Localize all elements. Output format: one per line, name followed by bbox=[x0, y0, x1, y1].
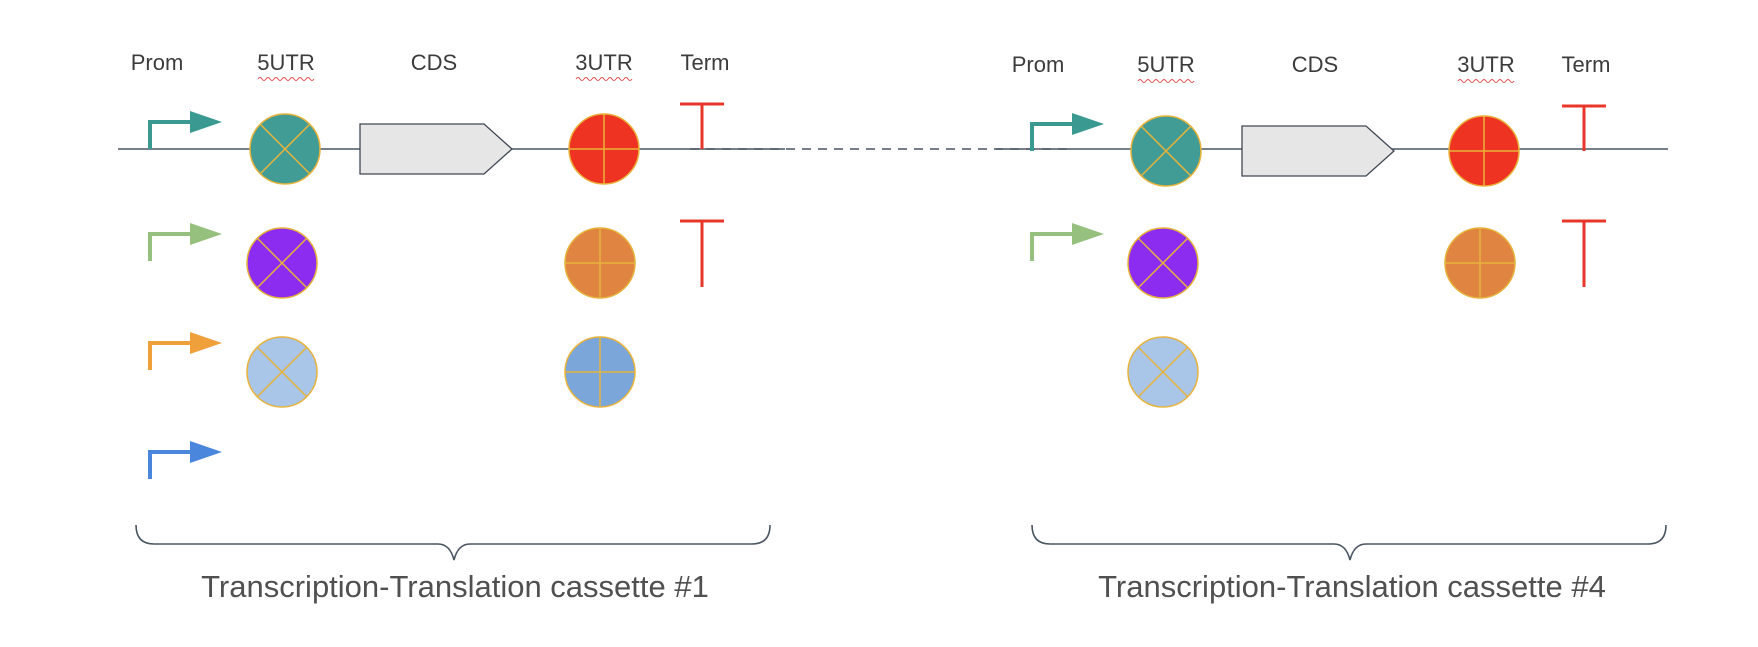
terminator-icon bbox=[1562, 104, 1606, 151]
3utr-icon bbox=[1448, 115, 1520, 187]
promoter-glyphs bbox=[148, 111, 1104, 479]
3utr-icon bbox=[564, 336, 636, 408]
terminator-glyphs bbox=[680, 102, 1606, 287]
promoter-icon bbox=[1030, 223, 1104, 261]
5utr-icon bbox=[249, 113, 321, 185]
5utr-icon bbox=[1127, 336, 1199, 408]
cassette-brace-2 bbox=[1031, 524, 1667, 561]
header-cds-1: CDS bbox=[411, 50, 457, 75]
3utr-icon bbox=[1444, 227, 1516, 299]
spellcheck-underline bbox=[257, 77, 315, 81]
header-prom-1: Prom bbox=[131, 50, 184, 75]
cassette-caption-2: Transcription-Translation cassette #4 bbox=[1098, 569, 1606, 604]
header-3utr-1: 3UTR bbox=[575, 50, 632, 75]
3utr-icon bbox=[564, 227, 636, 299]
header-5utr-2: 5UTR bbox=[1137, 52, 1194, 77]
spellcheck-underline bbox=[1137, 79, 1195, 83]
promoter-icon bbox=[148, 332, 222, 370]
promoter-icon bbox=[148, 111, 222, 149]
cds-arrow-1 bbox=[359, 123, 513, 175]
terminator-icon bbox=[680, 219, 724, 287]
header-5utr-1: 5UTR bbox=[257, 50, 314, 75]
header-term-2: Term bbox=[1562, 52, 1611, 77]
5utr-glyphs bbox=[246, 113, 1202, 408]
spellcheck-underline bbox=[575, 77, 633, 81]
promoter-icon bbox=[1030, 113, 1104, 151]
header-cds-2: CDS bbox=[1292, 52, 1338, 77]
cassette-brace-1 bbox=[135, 524, 771, 561]
5utr-icon bbox=[246, 227, 318, 299]
header-term-1: Term bbox=[681, 50, 730, 75]
promoter-icon bbox=[148, 223, 222, 261]
promoter-icon bbox=[148, 441, 222, 479]
cassette-caption-1: Transcription-Translation cassette #1 bbox=[201, 569, 709, 604]
5utr-icon bbox=[1127, 227, 1199, 299]
header-3utr-2: 3UTR bbox=[1457, 52, 1514, 77]
spellcheck-underline bbox=[1457, 79, 1515, 83]
terminator-icon bbox=[1562, 219, 1606, 287]
terminator-icon bbox=[680, 102, 724, 149]
5utr-icon bbox=[246, 336, 318, 408]
3utr-icon bbox=[568, 113, 640, 185]
cds-arrow-2 bbox=[1241, 125, 1395, 177]
header-prom-2: Prom bbox=[1012, 52, 1065, 77]
3utr-glyphs bbox=[564, 113, 1520, 408]
5utr-icon bbox=[1130, 115, 1202, 187]
